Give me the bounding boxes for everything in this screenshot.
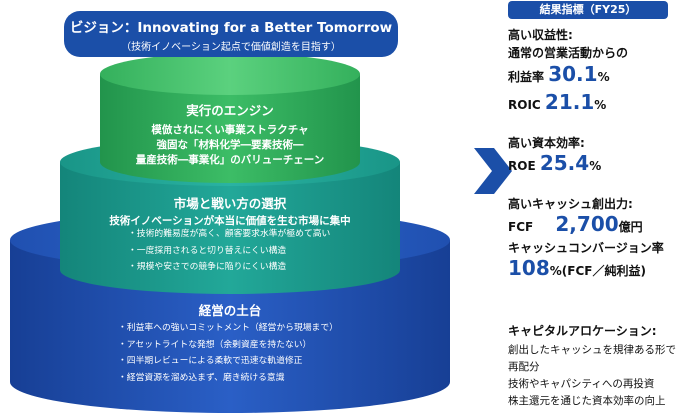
metric-label: ROIC — [508, 98, 541, 112]
vision-title: ビジョン：Innovating for a Better Tomorrow — [69, 20, 393, 36]
metric-unit: % — [594, 98, 607, 112]
capital-allocation-text: 創出したキャッシュを規律ある形で 再配分 技術やキャパシティへの再投資 株主還元… — [508, 342, 676, 410]
middle-tier-bullets: ・技術的難易度が高く、顧客要求水準が極めて高い ・一度採用されると切り替えにくい… — [128, 226, 330, 276]
cash-conversion-metric: 108%(FCF／純利益) — [508, 256, 646, 280]
top-tier-line: 量産技術―事業化」のバリューチェーン — [135, 154, 325, 166]
metric-value: 21.1 — [544, 90, 595, 114]
operating-margin-metric: 利益率 30.1% — [508, 62, 610, 86]
top-tier-text: 実行のエンジン 模倣されにくい事業ストラクチャ 強固な「材料化学―要素技術― 量… — [100, 100, 360, 168]
metric-value: 25.4 — [539, 151, 590, 175]
metric-label: ROE — [508, 159, 536, 173]
metric-value: 30.1 — [548, 62, 598, 86]
profitability-subheading: 通常の営業活動からの — [508, 46, 629, 60]
list-item: ・アセットライトな発想（余剰資産を持たない） — [118, 339, 312, 350]
bottom-tier-bullets: ・利益率への強いコミットメント（経営から現場まで） ・アセットライトな発想（余剰… — [118, 320, 338, 386]
list-item: ・利益率への強いコミットメント（経営から現場まで） — [118, 323, 338, 333]
middle-tier-title: 市場と戦い方の選択 — [173, 196, 287, 211]
bottom-tier-text: 経営の土台 — [10, 300, 450, 319]
metric-label: 利益率 — [508, 70, 545, 84]
middle-tier-subtitle: 技術イノベーションが本当に価値を生む市場に集中 — [109, 215, 351, 227]
metric-value: 108 — [508, 256, 550, 280]
capital-allocation-heading: キャピタルアロケーション: — [508, 324, 657, 338]
roic-metric: ROIC 21.1% — [508, 90, 606, 114]
text-line: 技術やキャパシティへの再投資 — [508, 378, 655, 390]
metric-unit: 億円 — [618, 220, 643, 234]
bottom-tier-title: 経営の土台 — [198, 303, 262, 318]
list-item: ・一度採用されると切り替えにくい構造 — [128, 245, 287, 256]
list-item: ・規模や安さでの競争に陥りにくい構造 — [128, 262, 287, 272]
list-item: ・技術的難易度が高く、顧客要求水準が極めて高い — [128, 229, 331, 239]
vision-subtitle: （技術イノベーション起点で価値創造を目指す） — [121, 42, 341, 53]
fcf-metric: FCF 2,700億円 — [508, 212, 643, 236]
capital-efficiency-heading: 高い資本効率: — [508, 136, 585, 150]
metric-unit: % — [597, 70, 610, 84]
results-badge: 結果指標（FY25） — [508, 1, 668, 19]
metric-label: FCF — [508, 220, 534, 234]
text-line: 株主還元を通じた資本効率の向上 — [508, 395, 666, 407]
metric-unit: %(FCF／純利益) — [549, 264, 646, 278]
list-item: ・経営資源を溜め込まず、磨き続ける意識 — [118, 372, 285, 383]
roe-metric: ROE 25.4% — [508, 151, 601, 175]
vision-banner: ビジョン：Innovating for a Better Tomorrow （技… — [64, 11, 398, 57]
profitability-heading: 高い収益性: — [508, 28, 573, 42]
metric-value: 2,700 — [555, 212, 619, 236]
chevron-right-arrow — [474, 148, 512, 194]
text-line: 創出したキャッシュを規律ある形で — [508, 344, 676, 356]
top-tier-line: 強固な「材料化学―要素技術― — [156, 139, 304, 151]
top-tier-line: 模倣されにくい事業ストラクチャ — [151, 124, 309, 136]
text-line: 再配分 — [508, 361, 540, 373]
list-item: ・四半期レビューによる柔軟で迅速な軌道修正 — [118, 356, 303, 366]
metric-unit: % — [589, 159, 602, 173]
middle-tier-text: 市場と戦い方の選択 技術イノベーションが本当に価値を生む市場に集中 — [60, 193, 400, 229]
cash-conversion-heading: キャッシュコンバージョン率 — [508, 241, 664, 255]
cash-heading: 高いキャッシュ創出力: — [508, 197, 633, 211]
top-tier-shape — [100, 53, 360, 183]
top-tier-title: 実行のエンジン — [186, 103, 274, 118]
